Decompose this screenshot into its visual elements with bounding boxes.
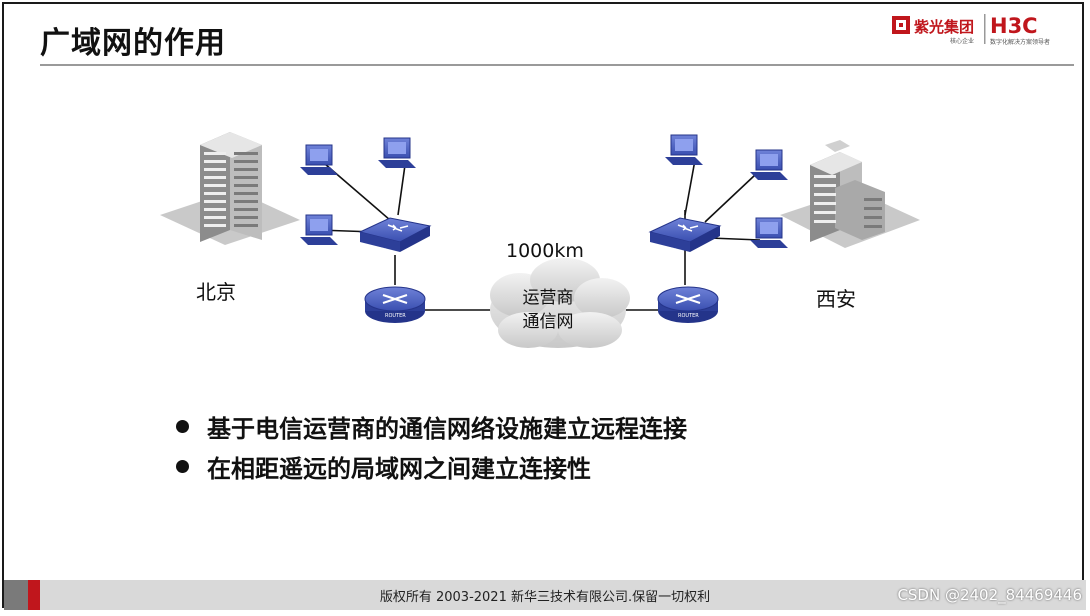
title-divider [40,64,1074,66]
bullet-item: 基于电信运营商的通信网络设施建立远程连接 [176,406,687,446]
switch-icon: SWITCH [360,218,430,254]
svg-text:ROUTER: ROUTER [385,313,406,319]
beijing-label: 北京 [196,276,236,305]
logo-brand-left-sub: 核心企业 [950,37,974,45]
xian-building-icon [780,140,920,248]
beijing-building-icon [160,132,300,245]
bullet-text: 基于电信运营商的通信网络设施建立远程连接 [207,409,687,444]
bullet-dot-icon [176,420,189,433]
pc-icon [750,218,788,248]
cloud-label-line1: 运营商 [508,286,588,310]
xian-label: 西安 [816,283,856,312]
router-icon: ROUTER [365,287,425,323]
pc-icon [300,145,338,175]
cloud-label-line2: 通信网 [508,310,588,334]
logo-brand-left: 紫光集团 [914,18,974,36]
cloud-label: 运营商 通信网 [508,286,588,334]
bullet-item: 在相距遥远的局域网之间建立连接性 [176,446,687,486]
pc-icon [378,138,416,168]
distance-label: 1000km [506,240,584,262]
csdn-watermark: CSDN @2402_84469446 [897,586,1082,604]
logo-brand-right-sub: 数字化解决方案领导者 [990,38,1050,46]
logo-brand-right: H3C [990,14,1038,38]
pc-icon [750,150,788,180]
unisplendour-h3c-logo: 紫光集团 核心企业 H3C 数字化解决方案领导者 [892,8,1078,48]
pc-icon [665,135,703,165]
pc-icon [300,215,338,245]
switch-icon: SWITCH [650,218,720,254]
slide-title: 广域网的作用 [40,18,226,62]
router-icon: ROUTER [658,287,718,323]
svg-text:ROUTER: ROUTER [678,313,699,319]
bullet-dot-icon [176,460,189,473]
bullet-list: 基于电信运营商的通信网络设施建立远程连接 在相距遥远的局域网之间建立连接性 [176,406,687,486]
bullet-text: 在相距遥远的局域网之间建立连接性 [207,449,591,484]
